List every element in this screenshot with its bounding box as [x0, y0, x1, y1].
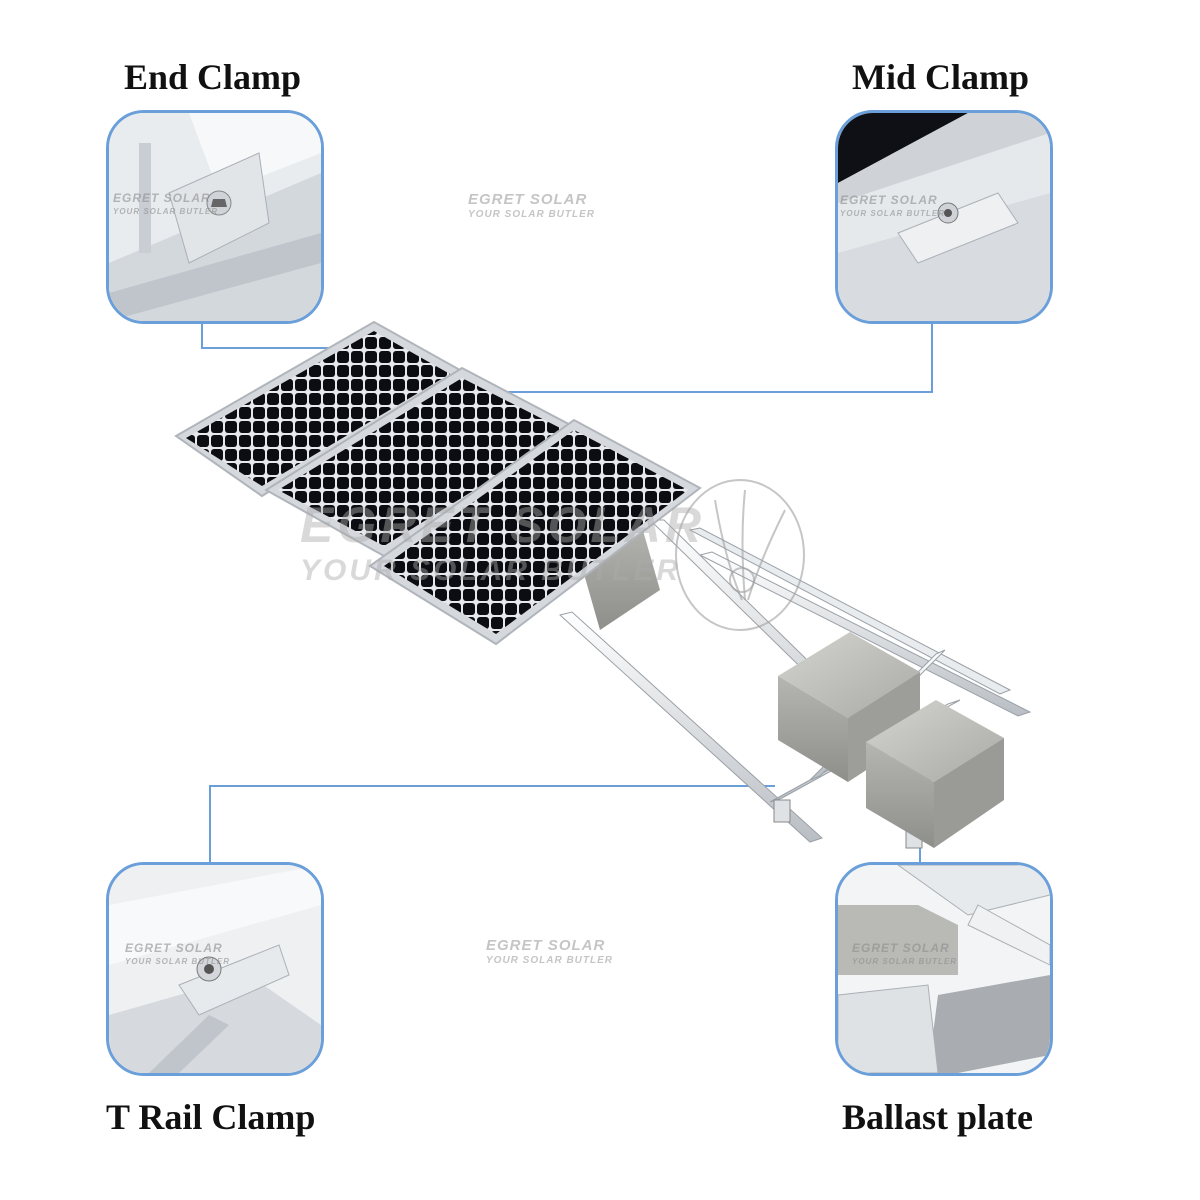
watermark-brand: EGRET SOLAR	[300, 497, 706, 553]
ballast-plate-detail: EGRET SOLAR YOUR SOLAR BUTLER	[835, 862, 1053, 1076]
mid-clamp-detail: EGRET SOLAR YOUR SOLAR BUTLER	[835, 110, 1053, 324]
watermark-inset: EGRET SOLAR YOUR SOLAR BUTLER	[113, 191, 218, 216]
end-clamp-label: End Clamp	[124, 57, 302, 97]
watermark-inset: EGRET SOLAR YOUR SOLAR BUTLER	[852, 941, 957, 966]
watermark-center: EGRET SOLAR YOUR SOLAR BUTLER	[300, 500, 705, 586]
watermark-bottom: EGRET SOLAR YOUR SOLAR BUTLER	[486, 938, 613, 966]
egret-logo-icon	[675, 479, 805, 631]
t-rail-clamp-callout-line	[209, 785, 775, 862]
watermark-inset: EGRET SOLAR YOUR SOLAR BUTLER	[840, 193, 945, 218]
watermark-top: EGRET SOLAR YOUR SOLAR BUTLER	[468, 192, 595, 220]
watermark-tagline: YOUR SOLAR BUTLER	[300, 554, 681, 587]
mid-clamp-callout-line	[432, 322, 933, 393]
watermark-tagline: YOUR SOLAR BUTLER	[468, 209, 595, 220]
ballast-plate-label: Ballast plate	[842, 1097, 1034, 1137]
mid-clamp-label: Mid Clamp	[852, 57, 1030, 97]
t-rail-clamp-label: T Rail Clamp	[106, 1097, 316, 1137]
watermark-brand: EGRET SOLAR	[468, 191, 588, 208]
watermark-brand: EGRET SOLAR	[486, 937, 606, 954]
watermark-inset: EGRET SOLAR YOUR SOLAR BUTLER	[125, 941, 230, 966]
t-rail-clamp-detail: EGRET SOLAR YOUR SOLAR BUTLER	[106, 862, 324, 1076]
solar-panels	[174, 320, 702, 646]
ballast-blocks	[580, 520, 1004, 848]
end-clamp-detail: EGRET SOLAR YOUR SOLAR BUTLER	[106, 110, 324, 324]
watermark-tagline: YOUR SOLAR BUTLER	[486, 955, 613, 966]
end-clamp-callout-line	[201, 322, 338, 349]
